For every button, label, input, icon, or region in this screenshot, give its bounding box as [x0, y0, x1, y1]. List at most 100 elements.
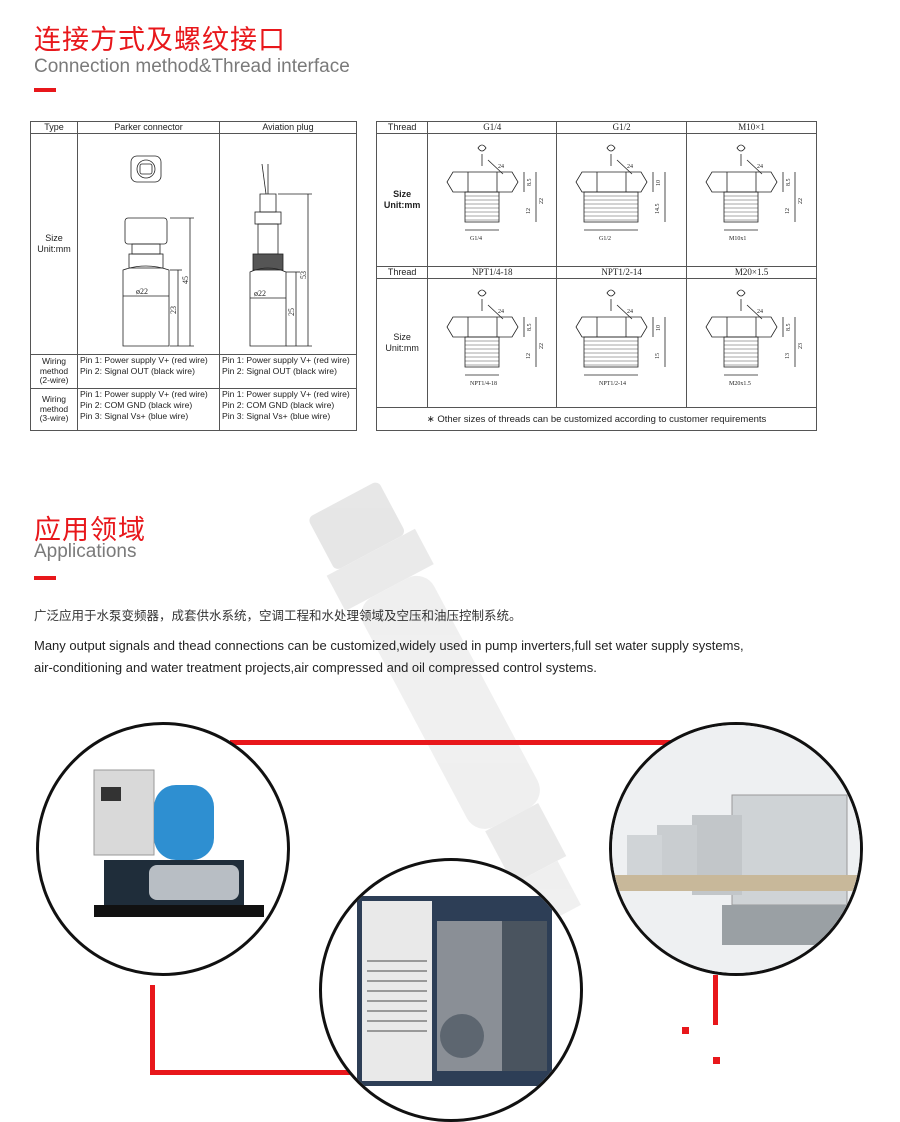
wiring3-parker-pin1: Pin 1: Power supply V+ (red wire): [80, 389, 208, 399]
wiring2-aviation-pin2: Pin 2: Signal OUT (black wire): [222, 366, 337, 376]
thread-col-npt12: NPT1/2-14: [556, 266, 688, 279]
thread-name-text: NPT1/4-18: [470, 381, 497, 387]
hex-height-text: 10: [656, 325, 662, 331]
wiring2-aviation-pin1: Pin 1: Power supply V+ (red wire): [222, 355, 350, 365]
total-height-text: 22: [539, 343, 545, 349]
parker-header: Parker connector: [77, 121, 220, 134]
hex-height-text: 10: [656, 180, 662, 186]
applications-text-cn: 广泛应用于水泵变频器，成套供水系统，空调工程和水处理领域及空压和油压控制系统。: [34, 608, 522, 623]
wiring2-label-2: method: [39, 365, 69, 376]
wiring3-label-3: (3-wire): [39, 413, 69, 424]
wiring3-label-cell: Wiring method (3-wire): [30, 388, 78, 431]
thread-height-text: 15: [655, 353, 661, 359]
hex-size-text: 24: [627, 164, 633, 170]
connector-line-right-v: [713, 975, 718, 1025]
wiring2-aviation-cell: Pin 1: Power supply V+ (red wire) Pin 2:…: [219, 354, 357, 389]
connector-type-table: Type Parker connector Aviation plug Size…: [30, 121, 357, 431]
section2-title-en: Applications: [34, 541, 137, 562]
section2-accent-bar: [34, 576, 56, 580]
hex-size-text: 24: [498, 309, 504, 315]
thread-size-2: Size: [393, 332, 411, 342]
aviation-plug-drawing: ø22 25 53: [249, 163, 312, 347]
wiring2-label-1: Wiring: [41, 356, 67, 367]
thread-size-label-2: Size Unit:mm: [375, 278, 429, 408]
aviation-drawing-cell: ø22 25 53: [219, 133, 357, 355]
thread-name-text: G1/2: [599, 236, 611, 242]
thread-height-text: 14.5: [655, 204, 661, 215]
aviation-header: Aviation plug: [219, 121, 357, 134]
hex-size-text: 24: [627, 309, 633, 315]
thread-height-text: 12: [785, 208, 791, 214]
aviation-h2-text: 53: [299, 271, 308, 279]
wiring3-label-2: method: [39, 403, 69, 414]
wiring2-label-3: (2-wire): [39, 375, 69, 386]
parker-drawing-cell: ø22 23 45: [77, 133, 220, 355]
wiring3-aviation-cell: Pin 1: Power supply V+ (red wire) Pin 2:…: [219, 388, 357, 431]
wiring3-label-1: Wiring: [41, 394, 67, 405]
thread-col-g14: G1/4: [427, 121, 558, 134]
thread-col-g12: G1/2: [556, 121, 688, 134]
air-compressor-image: [319, 858, 583, 1122]
total-height-text: 22: [539, 198, 545, 204]
thread-header-2: Thread: [375, 266, 429, 279]
hex-size-text: 24: [757, 164, 763, 170]
connector-dot-1: [682, 1027, 689, 1034]
thread-name-text: NPT1/2-14: [599, 381, 626, 387]
hex-height-text: 8.5: [527, 179, 533, 187]
wiring2-parker-cell: Pin 1: Power supply V+ (red wire) Pin 2:…: [77, 354, 220, 389]
wiring3-aviation-pin2: Pin 2: COM GND (black wire): [222, 400, 335, 410]
thread-size-label-1: Size Unit:mm: [375, 133, 429, 267]
parker-connector-drawing: ø22 23 45: [122, 155, 194, 347]
section2-title-cn: 应用领域: [34, 515, 146, 546]
thread-name-text: G1/4: [470, 236, 482, 242]
thread-size-1: Size: [393, 189, 412, 199]
section1-accent-bar: [34, 88, 56, 92]
thread-name-text: M10x1: [729, 236, 746, 242]
applications-text-en-2: air-conditioning and water treatment pro…: [34, 660, 597, 675]
thread-col-m20: M20×1.5: [686, 266, 817, 279]
thread-height-text: 12: [526, 353, 532, 359]
total-height-text: 22: [798, 198, 804, 204]
thread-table: Thread G1/4 G1/2 M10×1 Size Unit:mm 24 8.…: [375, 121, 817, 431]
hvac-units-image: [609, 722, 863, 976]
wiring2-label-cell: Wiring method (2-wire): [30, 354, 78, 389]
thread-col-m10: M10×1: [686, 121, 817, 134]
thread-unit-2: Unit:mm: [385, 343, 419, 353]
wiring3-aviation-pin1: Pin 1: Power supply V+ (red wire): [222, 389, 350, 399]
wiring3-aviation-pin3: Pin 3: Signal Vs+ (blue wire): [222, 411, 331, 421]
thread-height-text: 12: [526, 208, 532, 214]
size-label-cell: Size Unit:mm: [30, 133, 78, 355]
hex-size-text: 24: [757, 309, 763, 315]
wiring3-parker-pin2: Pin 2: COM GND (black wire): [80, 400, 193, 410]
thread-header-1: Thread: [375, 121, 429, 134]
connector-dot-2: [713, 1057, 720, 1064]
connector-line-bottom: [150, 1070, 350, 1075]
aviation-h1-text: 25: [287, 308, 296, 316]
wiring3-parker-pin3: Pin 3: Signal Vs+ (blue wire): [80, 411, 189, 421]
hex-height-text: 8.5: [786, 324, 792, 332]
section1-title-en: Connection method&Thread interface: [34, 56, 350, 77]
thread-height-text: 13: [785, 353, 791, 359]
parker-h1-text: 23: [169, 306, 178, 314]
wiring2-parker-pin1: Pin 1: Power supply V+ (red wire): [80, 355, 208, 365]
hex-height-text: 8.5: [527, 324, 533, 332]
thread-fitting-svg: 24 10 14.5G1/2: [575, 144, 666, 242]
section1-title-cn: 连接方式及螺纹接口: [34, 25, 286, 56]
pump-system-image: [36, 722, 290, 976]
unit-label: Unit:mm: [37, 244, 71, 254]
background-sensor-watermark: [309, 482, 581, 924]
thread-col-npt14: NPT1/4-18: [427, 266, 558, 279]
thread-name-text: M20x1.5: [729, 381, 751, 387]
thread-unit-1: Unit:mm: [383, 200, 421, 210]
applications-text-en-1: Many output signals and thead connection…: [34, 638, 744, 653]
